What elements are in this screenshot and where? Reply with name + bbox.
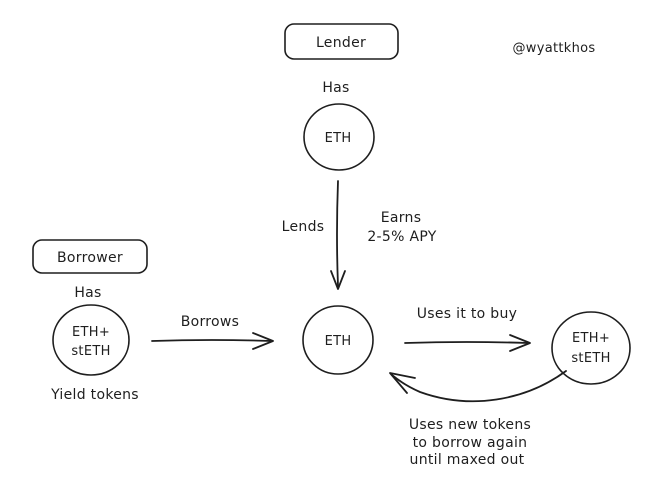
- borrower-token-circle: [52, 304, 130, 376]
- borrower-token-label-line2: stETH: [71, 344, 110, 359]
- attribution-text: @wyattkhos: [513, 41, 596, 56]
- lends-arrow: [330, 180, 346, 290]
- loop-caption-line1: Uses new tokens: [409, 417, 531, 433]
- lender-label: Lender: [316, 35, 366, 51]
- loop-caption-line2: to borrow again: [413, 435, 528, 451]
- uses-to-buy-label: Uses it to buy: [417, 306, 517, 322]
- loop-caption-line3: until maxed out: [410, 452, 525, 468]
- right-token-circle: [551, 311, 631, 385]
- borrower-token-label-line1: ETH+: [72, 325, 110, 340]
- center-eth-label: ETH: [325, 334, 352, 349]
- right-token-label-line2: stETH: [571, 351, 610, 366]
- earns-label-line1: Earns: [381, 210, 422, 226]
- uses-to-buy-arrow: [404, 334, 531, 352]
- lender-has-label: Has: [322, 80, 349, 96]
- yield-tokens-caption: Yield tokens: [50, 387, 139, 403]
- right-token-label-line1: ETH+: [572, 331, 610, 346]
- borrower-box: [32, 239, 148, 274]
- borrows-label: Borrows: [181, 314, 240, 330]
- loop-arrow: [389, 370, 567, 403]
- earns-label-line2: 2-5% APY: [367, 229, 436, 245]
- lends-label: Lends: [282, 219, 325, 235]
- lender-eth-label: ETH: [325, 131, 352, 146]
- center-eth-circle: [302, 305, 374, 375]
- borrower-label: Borrower: [57, 250, 123, 266]
- lender-box: [284, 23, 399, 60]
- borrows-arrow: [151, 332, 274, 350]
- lender-eth-circle: [303, 103, 375, 171]
- borrower-has-label: Has: [74, 285, 101, 301]
